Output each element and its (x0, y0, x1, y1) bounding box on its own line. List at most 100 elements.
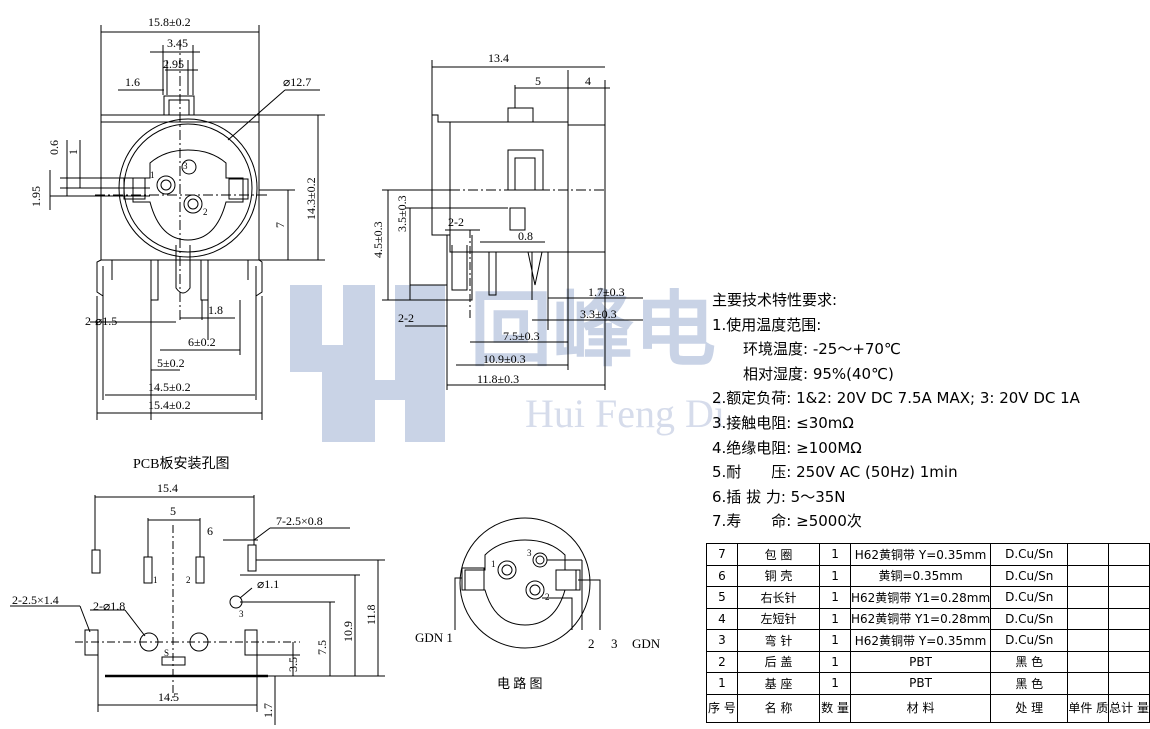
table-cell: 黑 色 (990, 650, 1069, 673)
table-cell: 1 (819, 564, 851, 587)
table-cell: 单件 质 (1067, 693, 1110, 723)
table-cell: 名 称 (736, 693, 821, 723)
table-cell: 铜 壳 (736, 564, 821, 587)
pcb-dim-dia-1.1: ⌀1.1 (257, 577, 279, 591)
specs-heading: 主要技术特性要求: (712, 291, 838, 309)
table-header-row: 序 号名 称数 量材 料处 理单件 质总计 量 (706, 693, 1150, 723)
pcb-view-labels: PCB板安装孔图 15.4 5 6 7-2.5×0.8 ⌀1.1 2-2.5×1… (12, 456, 378, 718)
dim-2-2-bottom: 2-2 (398, 311, 414, 325)
table-cell: 右长针 (736, 586, 821, 609)
watermark-cn: 回峰电 (470, 285, 716, 376)
table-cell (1067, 650, 1110, 673)
table-cell: 1 (819, 650, 851, 673)
table-cell: D.Cu/Sn (990, 564, 1069, 587)
dim-3.5: 3.5±0.3 (395, 195, 409, 232)
dim-2.95: 2.95 (163, 57, 184, 71)
table-cell: D.Cu/Sn (990, 629, 1069, 652)
side-view (382, 60, 643, 390)
dim-2-dia-1.5: 2-⌀1.5 (85, 314, 117, 328)
dim-3.45: 3.45 (167, 36, 188, 50)
pcb-dim-14.5: 14.5 (158, 690, 179, 704)
spec-line: 相对湿度: 95%(40℃) (728, 364, 894, 383)
circuit-labels: GDN 1 2 3 GDN 1 2 3 电 路 图 (415, 548, 661, 691)
circuit-gdn: GDN (632, 636, 661, 651)
table-cell: H62黄铜带 Y1=0.28mm (849, 607, 992, 630)
dim-5: 5±0.2 (157, 356, 185, 370)
dim-7.5: 7.5±0.3 (503, 329, 540, 343)
table-cell: 7 (706, 543, 738, 566)
pcb-dim-7-2.5x0.8: 7-2.5×0.8 (276, 514, 323, 528)
dim-14.5: 14.5±0.2 (148, 380, 191, 394)
circuit-2: 2 (588, 636, 595, 651)
pin-label-3: 3 (183, 161, 188, 171)
spec-line: 1.使用温度范围: (712, 315, 822, 334)
table-cell: 1 (819, 543, 851, 566)
spec-line: 5.耐 压: 250V AC (50Hz) 1min (712, 463, 958, 482)
table-cell: 6 (706, 564, 738, 587)
circuit-pin-2: 2 (545, 592, 550, 602)
dim-1.7: 1.7±0.3 (588, 285, 625, 299)
table-cell: 左短针 (736, 607, 821, 630)
pcb-pin-2: 2 (186, 575, 191, 585)
table-cell: 包 圈 (736, 543, 821, 566)
dim-15.4: 15.4±0.2 (148, 398, 191, 412)
pcb-dim-5: 5 (170, 504, 176, 518)
table-cell (1108, 543, 1150, 566)
dim-4: 4 (585, 74, 591, 88)
dim-0.8: 0.8 (518, 229, 533, 243)
table-cell (1108, 607, 1150, 630)
table-cell: 数 量 (819, 693, 851, 723)
front-view (49, 25, 325, 420)
dim-15.8: 15.8±0.2 (148, 15, 191, 29)
table-cell: 处 理 (990, 693, 1069, 723)
table-cell (1067, 586, 1110, 609)
circuit-pin-1: 1 (491, 559, 496, 569)
watermark-en: Hui Feng Di (525, 391, 725, 436)
table-cell (1067, 564, 1110, 587)
pcb-dim-1.7: 1.7 (261, 703, 275, 718)
circuit-view (454, 517, 601, 649)
table-cell: H62黄铜带 Y=0.35mm (849, 543, 992, 566)
circuit-title: 电 路 图 (497, 676, 543, 691)
table-cell (1108, 586, 1150, 609)
table-cell (1067, 672, 1110, 695)
table-cell: 序 号 (706, 693, 738, 723)
pcb-dim-6: 6 (207, 524, 213, 538)
spec-line: 7.寿 命: ≥5000次 (712, 512, 862, 531)
table-cell: 1 (819, 629, 851, 652)
table-cell: 弯 针 (736, 629, 821, 652)
side-view-labels: 13.4 5 4 4.5±0.3 3.5±0.3 2-2 0.8 1.7±0.3… (371, 51, 625, 386)
spec-line: 2.额定负荷: 1&2: 20V DC 7.5A MAX; 3: 20V DC … (712, 389, 1080, 408)
pcb-dim-7.5: 7.5 (315, 640, 329, 655)
watermark: 回峰电 Hui Feng Di (290, 285, 725, 442)
dim-1.6: 1.6 (125, 75, 140, 89)
table-cell: 1 (706, 672, 738, 695)
pcb-pin-s: S (164, 648, 169, 658)
dim-7: 7 (273, 222, 287, 228)
table-cell: H62黄铜带 Y=0.35mm (849, 629, 992, 652)
dim-1.95: 1.95 (29, 186, 43, 207)
pcb-title: PCB板安装孔图 (133, 456, 229, 472)
dim-0.6: 0.6 (47, 140, 61, 155)
table-cell (1067, 543, 1110, 566)
table-cell: 5 (706, 586, 738, 609)
table-cell (1108, 629, 1150, 652)
pcb-view (10, 495, 385, 725)
dim-3.3: 3.3±0.3 (580, 307, 617, 321)
table-cell: D.Cu/Sn (990, 607, 1069, 630)
dim-dia-12.7: ⌀12.7 (283, 75, 311, 89)
table-cell: 材 料 (849, 693, 992, 723)
table-cell: D.Cu/Sn (990, 586, 1069, 609)
table-cell: 黑 色 (990, 672, 1069, 695)
table-cell: H62黄铜带 Y1=0.28mm (849, 586, 992, 609)
dim-4.5: 4.5±0.3 (371, 221, 385, 258)
spec-line: 6.插 拔 力: 5～35N (712, 487, 846, 506)
circuit-gdn1: GDN 1 (415, 630, 453, 645)
dim-11.8: 11.8±0.3 (477, 372, 519, 386)
dim-13.4: 13.4 (488, 51, 509, 65)
pcb-dim-15.4: 15.4 (157, 481, 178, 495)
